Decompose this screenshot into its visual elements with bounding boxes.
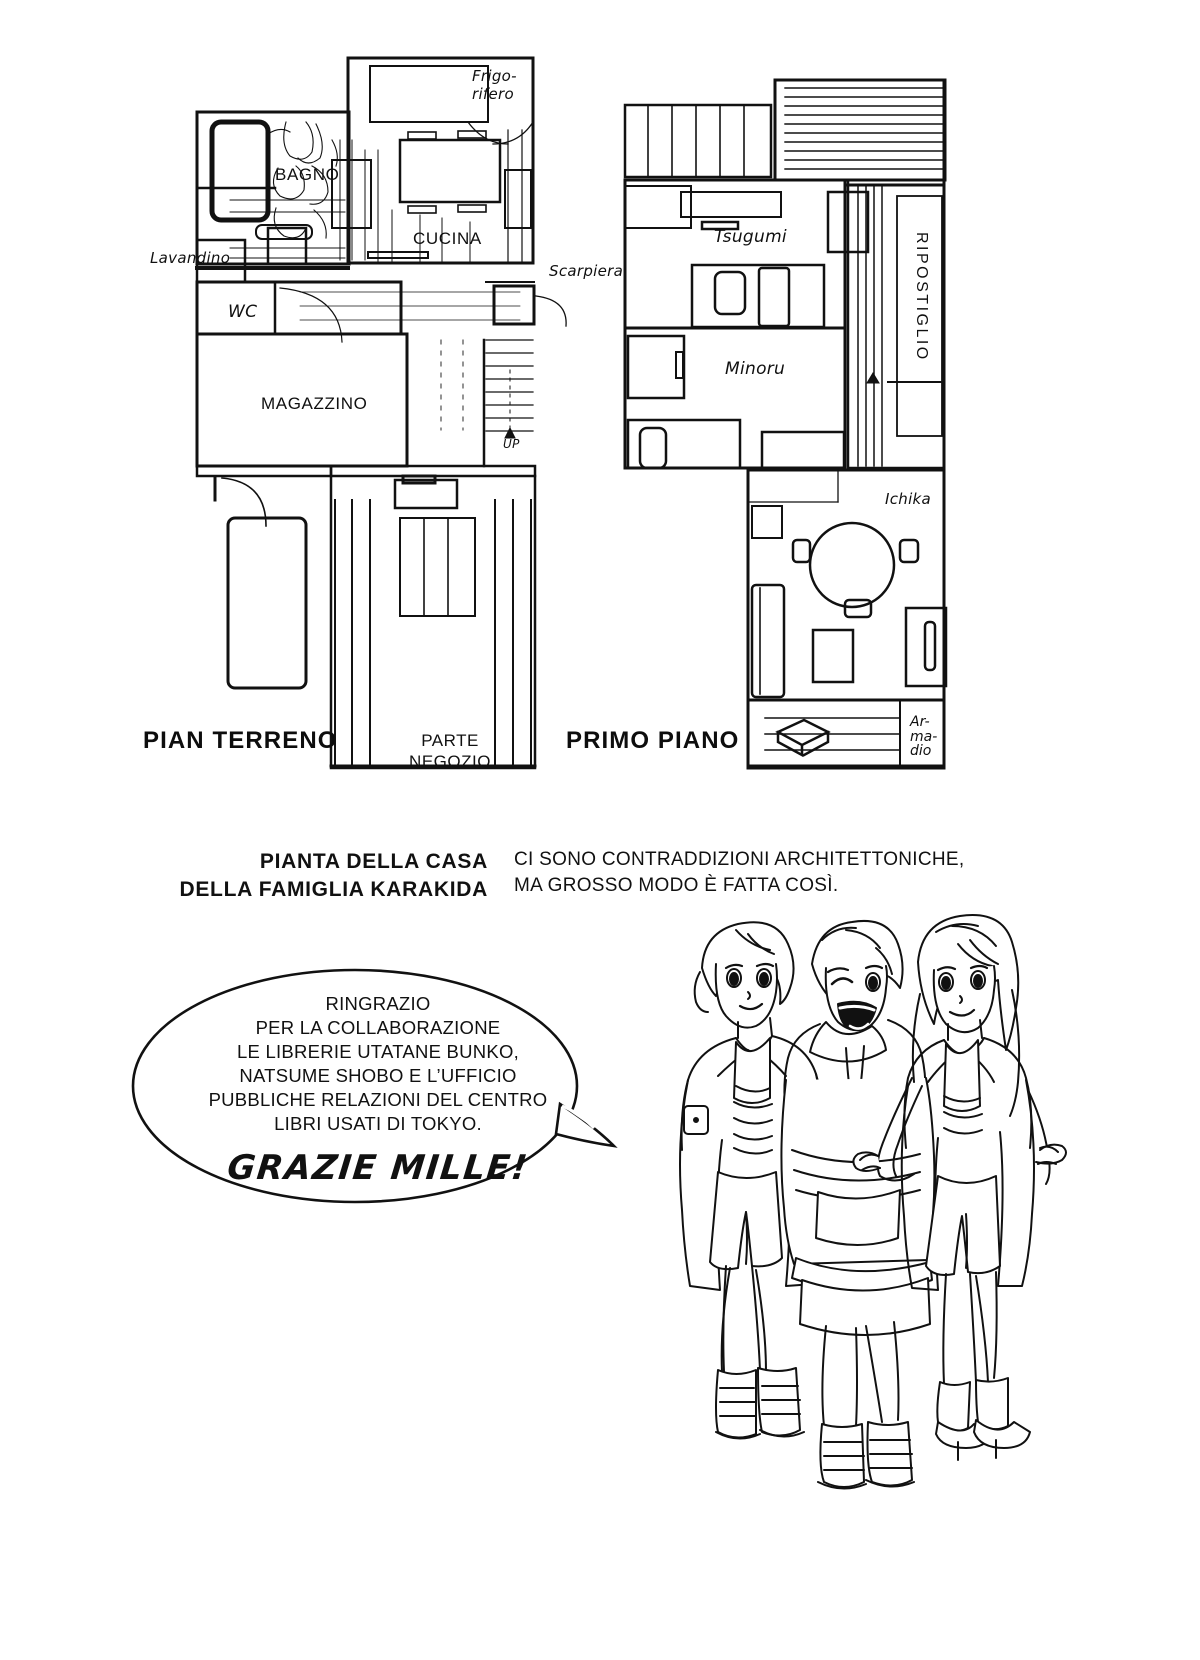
balloon-text-block: RINGRAZIO PER LA COLLABORAZIONE LE LIBRE… — [168, 992, 588, 1190]
room-label-bagno: BAGNO — [275, 165, 340, 184]
floor-title-first: PRIMO PIANO — [566, 727, 740, 754]
plan-caption-note-line2: MA GROSSO MODO È FATTA COSÌ. — [514, 874, 839, 896]
balloon-emphasis-text: GRAZIE MILLE! — [225, 1148, 531, 1189]
floor-title-ground: PIAN TERRENO — [143, 727, 338, 754]
annotation-armadio-line3: dio — [910, 743, 932, 760]
balloon-line-4: NATSUME SHOBO E L’UFFICIO — [239, 1065, 517, 1087]
annotation-frigo-line1: Frigo- — [472, 67, 517, 85]
room-label-minoru: Minoru — [725, 359, 786, 379]
room-label-ichika: Ichika — [885, 490, 932, 508]
floor-plans-area: BAGNO CUCINA MAGAZZINO WC Frigo- rifero … — [0, 0, 1200, 800]
balloon-line-3: LE LIBRERIE UTATANE BUNKO, — [236, 1041, 519, 1063]
annotation-stairs-up: UP — [503, 437, 520, 451]
annotation-armadio-line1: Ar- — [910, 714, 930, 730]
annotation-frigo-line2: rifero — [472, 85, 514, 103]
balloon-line-5: PUBBLICHE RELAZIONI DEL CENTRO — [208, 1089, 548, 1111]
annotation-scarpiera: Scarpiera — [549, 262, 624, 280]
plan-caption-title-line2: DELLA FAMIGLIA KARAKIDA — [179, 878, 488, 902]
room-label-tsugumi: Tsugumi — [714, 227, 787, 247]
room-label-ripostiglio: RIPOSTIGLIO — [913, 232, 930, 362]
shop-area-label: PARTE NEGOZIO — [390, 730, 510, 773]
floor-plan-drawing — [195, 56, 948, 770]
annotation-armadio: Ar- ma- dio — [910, 715, 937, 759]
plan-caption-note: CI SONO CONTRADDIZIONI ARCHITETTONICHE, … — [514, 847, 1034, 898]
plan-caption-note-line1: CI SONO CONTRADDIZIONI ARCHITETTONICHE, — [514, 849, 965, 870]
thanks-speech-balloon: RINGRAZIO PER LA COLLABORAZIONE LE LIBRE… — [128, 966, 628, 1206]
balloon-line-6: LIBRI USATI DI TOKYO. — [274, 1113, 482, 1135]
three-girls-drawing — [679, 914, 1067, 1490]
room-label-wc: WC — [228, 302, 258, 322]
balloon-line-1: RINGRAZIO — [325, 993, 431, 1014]
balloon-line-2: PER LA COLLABORAZIONE — [255, 1017, 501, 1039]
annotation-lavandino: Lavandino — [150, 249, 231, 267]
room-label-cucina: CUCINA — [413, 229, 482, 248]
plan-caption-title-line1: PIANTA DELLA CASA — [259, 850, 488, 873]
plan-caption-title: PIANTA DELLA CASA DELLA FAMIGLIA KARAKID… — [178, 848, 488, 905]
room-label-magazzino: MAGAZZINO — [261, 394, 368, 413]
shop-area-label-line2: NEGOZIO — [409, 752, 491, 772]
shop-area-label-line1: PARTE — [421, 731, 479, 750]
balloon-outline — [131, 968, 618, 1204]
character-illustration — [640, 890, 1090, 1530]
annotation-armadio-line2: ma- — [910, 728, 938, 745]
